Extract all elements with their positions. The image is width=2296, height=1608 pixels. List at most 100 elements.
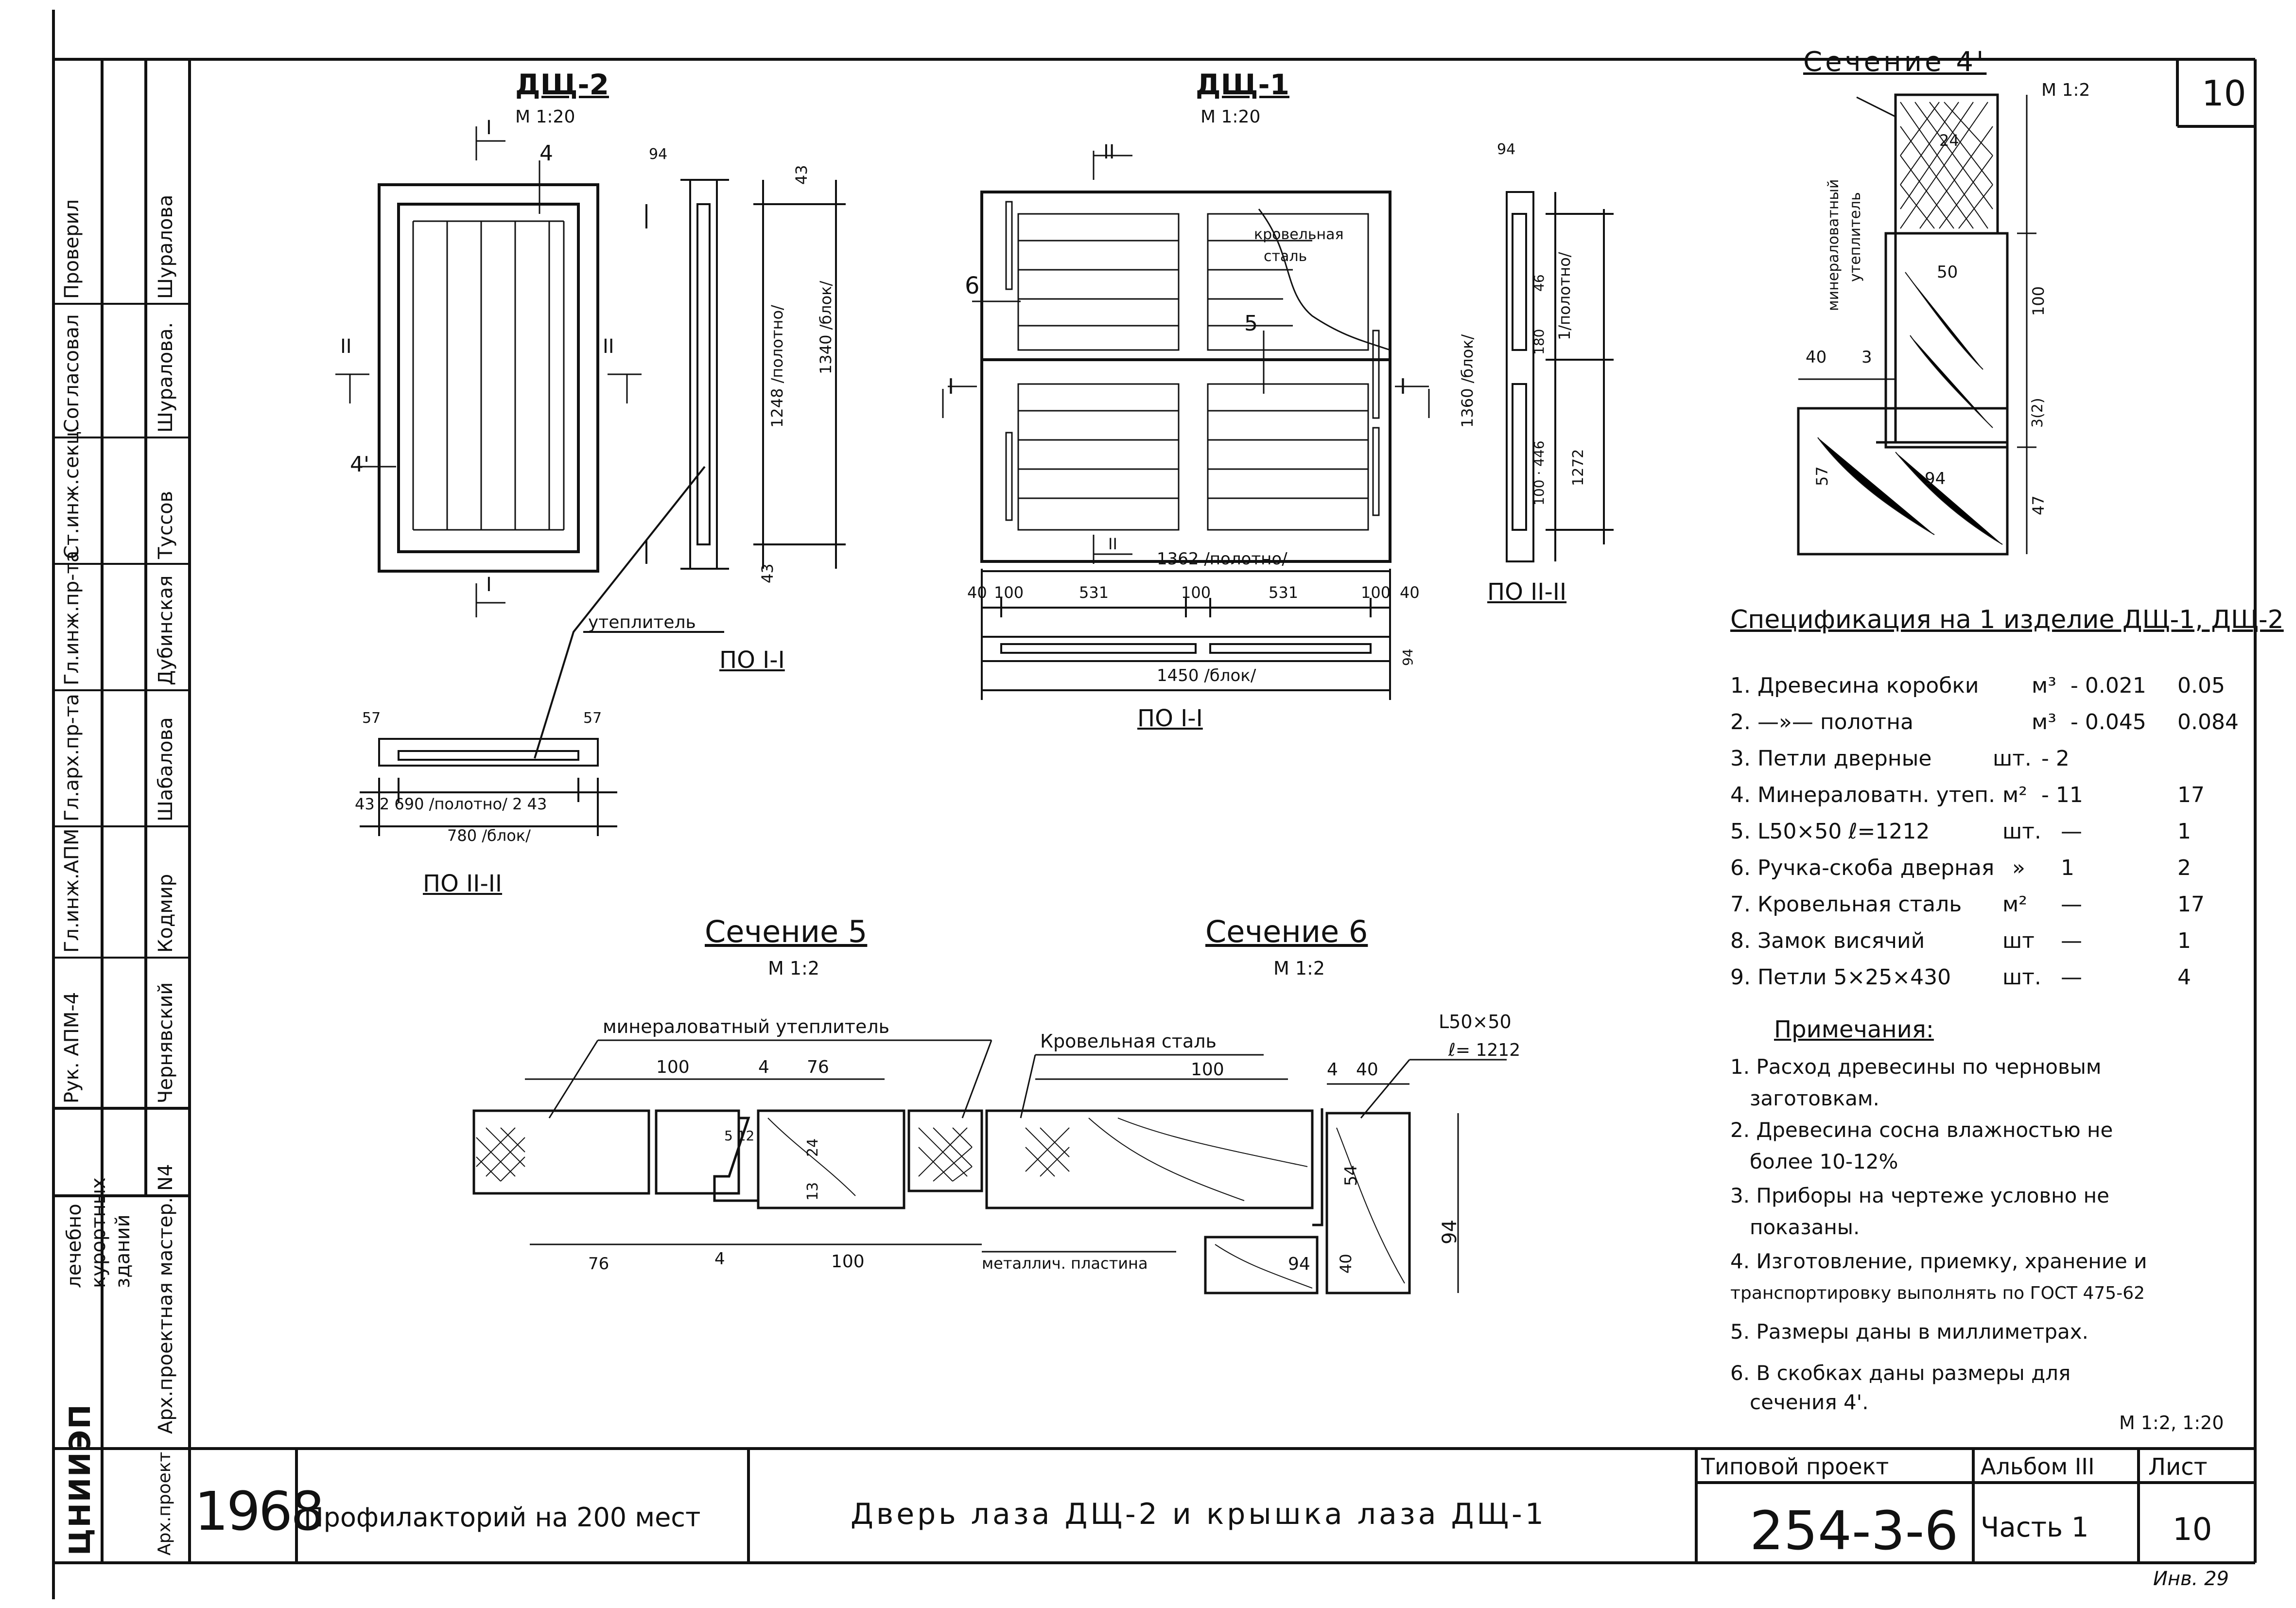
title-typical-project-label: Типовой проект bbox=[1701, 1453, 1889, 1480]
stamp-role-senior-engineer: Ст.инж.секц. bbox=[61, 425, 83, 559]
note-1b: заготовкам. bbox=[1750, 1086, 1879, 1110]
dim-dsh2-leaf: 1248 /полотно/ bbox=[768, 305, 786, 428]
spec-row-1-unit: м³ bbox=[2032, 673, 2056, 698]
spec-row-7-name: 7. Кровельная сталь bbox=[1730, 892, 1962, 917]
dim-s6-40: 40 bbox=[1356, 1060, 1378, 1080]
section-5-title: Сечение 5 bbox=[705, 914, 868, 949]
dim-dsh1-46: 46 bbox=[1531, 274, 1547, 292]
mark-section-2-bottom: II bbox=[1108, 535, 1117, 553]
section-4-dim-3-2: 3(2) bbox=[2029, 398, 2046, 428]
dim-dsh1-1272: 1272 bbox=[1570, 449, 1587, 486]
dim-s5-100-bottom: 100 bbox=[831, 1252, 865, 1272]
dim-dsh2-block: 1340 /блок/ bbox=[817, 280, 835, 374]
inventory-number: Инв. 29 bbox=[2153, 1568, 2229, 1590]
label-roofing-steel: Кровельная сталь bbox=[1040, 1031, 1217, 1052]
spec-row-7-q1: — bbox=[2061, 892, 2082, 917]
institute-logo: ЦНИИЭП bbox=[63, 1403, 97, 1556]
callout-4: 4 bbox=[539, 141, 553, 166]
note-3a: 3. Приборы на чертеже условно не bbox=[1730, 1184, 2109, 1207]
section-6-title: Сечение 6 bbox=[1205, 914, 1368, 949]
section-4-dim-50: 50 bbox=[1937, 262, 1958, 282]
title-typical-project-number: 254-3-6 bbox=[1750, 1500, 1959, 1562]
title-year: 1968 bbox=[194, 1480, 325, 1542]
spec-row-4-name: 4. Минераловатн. утеп. bbox=[1730, 783, 1996, 807]
view-scale-dsh2: М 1:20 bbox=[515, 107, 575, 127]
note-4b: транспортировку выполнять по ГОСТ 475-62 bbox=[1730, 1283, 2145, 1303]
section-4-dim-94: 94 bbox=[1925, 469, 1946, 489]
spec-row-1-q1: - 0.021 bbox=[2070, 673, 2146, 698]
label-roofing-steel-2: сталь bbox=[1264, 248, 1307, 265]
stamp-org-line-3: зданий bbox=[112, 1214, 134, 1288]
label-metal-plate: металлич. пластина bbox=[982, 1254, 1148, 1273]
mark-section-1-top: I bbox=[486, 117, 492, 139]
spec-row-9-q2: 4 bbox=[2177, 965, 2191, 990]
dim-dsh1-94-side: 94 bbox=[1497, 141, 1516, 158]
section-4-dim-47: 47 bbox=[2029, 495, 2048, 515]
view-title-dsh2: ДЩ-2 bbox=[515, 68, 609, 101]
section-label-dsh2-plan: ПО II-II bbox=[423, 870, 503, 897]
dim-dsh1-leaf: 1362 /полотно/ bbox=[1157, 549, 1287, 569]
dim-dsh1-side-leaf: 1/полотно/ bbox=[1555, 252, 1574, 340]
spec-row-7-unit: м² bbox=[2002, 892, 2027, 917]
spec-row-3-unit: шт. bbox=[1993, 746, 2032, 771]
title-album: Альбом III bbox=[1981, 1453, 2095, 1480]
stamp-role-head-apm: Рук. АПМ-4 bbox=[61, 992, 83, 1103]
mark-section-2-left: II bbox=[340, 335, 352, 358]
section-6-scale: М 1:2 bbox=[1273, 958, 1325, 979]
dim-dsh2-43-bottom: 43 bbox=[758, 563, 777, 583]
dim-dsh2-plan-leaf: 43 2 690 /полотно/ 2 43 bbox=[355, 795, 547, 813]
dim-dsh2-57-right: 57 bbox=[583, 710, 602, 727]
label-mineral-wool: минераловатный утеплитель bbox=[603, 1016, 890, 1037]
dim-dsh2-43-top: 43 bbox=[792, 165, 811, 185]
dim-dsh1-180: 180 bbox=[1531, 329, 1547, 355]
note-2a: 2. Древесина сосна влажностью не bbox=[1730, 1118, 2113, 1142]
label-angle: L50×50 bbox=[1439, 1011, 1512, 1032]
dim-s5-5-12: 5 12 bbox=[724, 1128, 755, 1144]
dim-dsh2-plan-block: 780 /блок/ bbox=[447, 826, 531, 845]
dim-dsh2-top: 94 bbox=[649, 146, 668, 163]
stamp-role-checked: Проверил bbox=[61, 199, 83, 299]
spec-row-5-unit: шт. bbox=[2002, 819, 2041, 844]
section-4-dim-24: 24 bbox=[1939, 131, 1959, 150]
section-4-insulation-1: минераловатный bbox=[1825, 179, 1842, 312]
note-3b: показаны. bbox=[1750, 1215, 1860, 1239]
spec-row-4-q2: 17 bbox=[2177, 783, 2205, 807]
title-project: Профилакторий на 200 мест bbox=[304, 1502, 701, 1533]
spec-row-8-name: 8. Замок висячий bbox=[1730, 928, 1925, 953]
section-4-title: Сечение 4' bbox=[1803, 46, 1987, 78]
stamp-role-approved: Согласовал bbox=[61, 314, 83, 433]
title-sheet-label: Лист bbox=[2148, 1453, 2208, 1481]
dim-s5-76-bottom: 76 bbox=[588, 1254, 609, 1274]
dim-s6-54: 54 bbox=[1341, 1165, 1361, 1186]
spec-row-3-q1: - 2 bbox=[2041, 746, 2070, 771]
callout-5: 5 bbox=[1244, 311, 1258, 336]
note-5: 5. Размеры даны в миллиметрах. bbox=[1730, 1320, 2088, 1344]
callout-4prime: 4' bbox=[350, 452, 370, 477]
section-4-dim-3: 3 bbox=[1861, 348, 1872, 367]
dim-s6-40-v: 40 bbox=[1337, 1254, 1355, 1274]
dim-dsh1-100a: 100 bbox=[994, 583, 1024, 602]
spec-row-5-name: 5. L50×50 ℓ=1212 bbox=[1730, 819, 1930, 844]
spec-row-2-name: 2. —»— полотна bbox=[1730, 710, 1913, 734]
stamp-org-line-1: лечебно bbox=[63, 1204, 86, 1288]
stamp-arch-project: Арх.проект bbox=[155, 1451, 174, 1556]
dim-s5-4a: 4 bbox=[758, 1057, 769, 1077]
stamp-org-line-2: курортных bbox=[87, 1177, 110, 1288]
dim-dsh1-531a: 531 bbox=[1079, 583, 1109, 602]
dim-s5-76: 76 bbox=[807, 1057, 829, 1077]
dim-dsh1-100c: 100 bbox=[1361, 583, 1391, 602]
dim-s6-100: 100 bbox=[1191, 1060, 1224, 1080]
spec-row-1-name: 1. Древесина коробки bbox=[1730, 673, 1979, 698]
dim-dsh1-block: 1450 /блок/ bbox=[1157, 666, 1256, 685]
note-1a: 1. Расход древесины по черновым bbox=[1730, 1055, 2102, 1079]
section-label-dsh1-plan: ПО I-I bbox=[1137, 705, 1203, 732]
stamp-name-chernyavsky: Чернявский bbox=[155, 982, 177, 1103]
spec-row-9-name: 9. Петли 5×25×430 bbox=[1730, 965, 1951, 990]
note-2b: более 10-12% bbox=[1750, 1150, 1898, 1173]
dim-dsh1-side-block: 1360 /блок/ bbox=[1458, 334, 1477, 428]
dim-dsh1-40-left: 40 bbox=[967, 583, 987, 602]
section-label-dsh2-side: ПО I-I bbox=[719, 647, 785, 674]
section-4-insulation-2: утеплитель bbox=[1847, 192, 1864, 282]
stamp-name-kodnir: Кодмир bbox=[155, 874, 177, 953]
title-part: Часть 1 bbox=[1981, 1512, 2089, 1543]
